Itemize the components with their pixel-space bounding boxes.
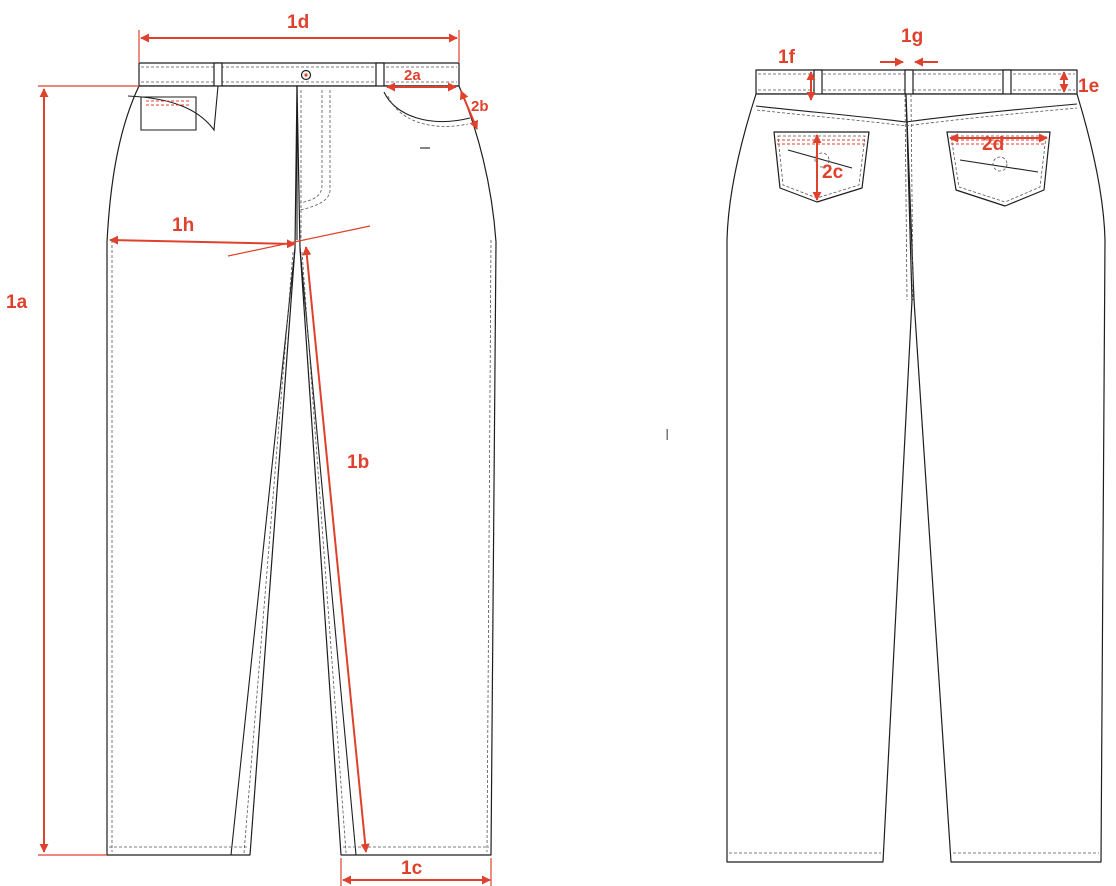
back-yoke — [755, 103, 1078, 123]
label-1g: 1g — [901, 26, 923, 47]
dim-1h-line — [109, 235, 296, 249]
back-center-seam — [904, 93, 908, 301]
label-2c: 2c — [822, 162, 844, 183]
label-1h: 1h — [172, 215, 194, 236]
dimension-labels: 1a 1b 1c 1d 1e 1f 1g 1h 2a 2b 2c 2d I — [6, 12, 1099, 879]
front-left-inseam-stitch — [243, 251, 294, 854]
front-button-center — [304, 73, 308, 77]
back-left-pocket-stitch — [777, 135, 866, 199]
label-1b: 1b — [347, 452, 369, 473]
front-fly-stitch-2 — [299, 90, 331, 211]
label-2d: 2d — [982, 134, 1004, 155]
front-view — [106, 62, 497, 856]
front-right-pocket-stitch — [387, 95, 469, 127]
front-left-coin-pocket — [140, 96, 197, 131]
back-yoke-stitch — [756, 107, 1078, 127]
dim-1h-ext — [227, 225, 371, 257]
front-right-pocket-opening — [383, 91, 471, 123]
front-fly-stitch — [299, 90, 323, 204]
label-1d: 1d — [287, 12, 309, 33]
back-right-pocket-rivet — [992, 156, 1008, 172]
dimension-lines — [38, 30, 1069, 886]
dim-2b-line — [459, 90, 479, 130]
label-1a: 1a — [6, 292, 28, 313]
label-1f: 1f — [778, 47, 796, 68]
front-left-coin-pocket-stitch — [146, 100, 191, 106]
label-2b: 2b — [471, 98, 489, 115]
front-right-leg — [296, 85, 497, 856]
back-view — [726, 69, 1106, 863]
front-left-leg — [106, 85, 298, 856]
back-left-leg — [726, 93, 913, 863]
back-right-pocket-stitch — [950, 135, 1047, 203]
back-center-seam-2 — [910, 93, 914, 301]
label-2a: 2a — [404, 67, 421, 84]
front-left-inseam-inner — [230, 247, 296, 856]
front-right-side-stitch — [486, 239, 492, 853]
back-right-pocket — [946, 131, 1051, 207]
stray-mark: I — [665, 427, 669, 444]
dim-1b-line — [302, 246, 370, 853]
back-right-leg — [905, 93, 1106, 863]
label-1e: 1e — [1078, 76, 1099, 97]
back-right-pocket-detail — [959, 159, 1039, 173]
front-waistband-stitch — [141, 66, 457, 83]
label-1c: 1c — [401, 858, 423, 879]
